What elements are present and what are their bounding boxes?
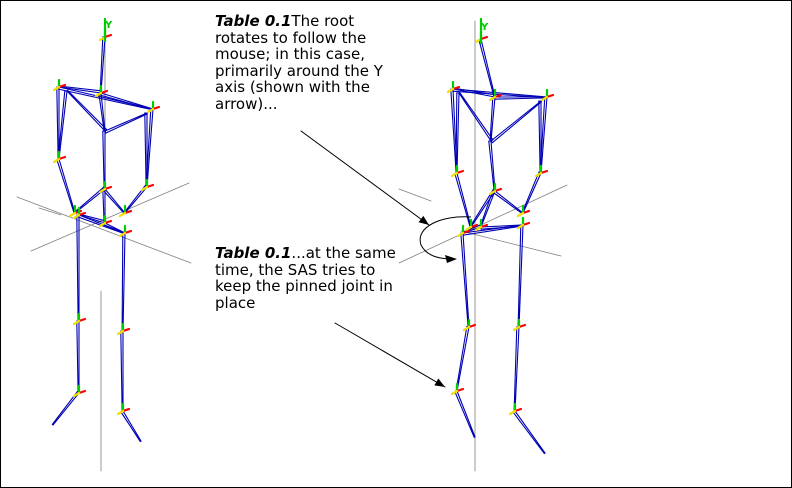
bone [517,224,524,328]
grid-line [398,184,568,264]
arrow-to-rotation [300,130,430,226]
bone [76,320,80,394]
grid-line [398,188,432,202]
rotation-arc-arrowhead [445,255,457,263]
joint-z-axis [98,221,107,228]
rotation-arc [419,216,472,260]
joint-z-axis [118,231,127,238]
joint-z-axis [516,211,525,218]
bone [512,410,546,455]
grid-line [30,182,190,252]
joint-z-axis [52,157,61,164]
annotation-arrows [300,130,472,388]
grid-line [38,207,62,216]
bone [56,158,76,214]
grid-line [460,230,562,257]
bone [458,91,494,142]
joint-z-axis [462,325,471,332]
bone [121,232,126,332]
arrowhead [434,378,445,387]
callout-table-ref: Table 0.1 [215,244,292,262]
joint-z-axis [146,107,155,114]
joint-z-axis [534,171,543,178]
joint-z-axis [540,95,549,102]
bone [460,232,470,328]
y-axis-label-left: Y [104,20,113,31]
joint-z-axis [72,213,81,220]
callout-root-rotation: Table 0.1The root rotates to follow the … [215,13,405,112]
joint-z-axis [508,409,517,416]
bone [521,171,542,214]
joint-z-axis [446,87,455,94]
joint-z-axis [488,189,497,196]
joint-z-axis [450,171,459,178]
bone [513,326,520,412]
bone [144,112,148,188]
bone [490,100,543,144]
arrow-to-pinned-joint [334,322,446,388]
bone [489,96,496,142]
bone [455,325,470,392]
joint-z-axis [512,325,521,332]
bone [104,112,149,134]
joint-z-axis [140,185,149,192]
joint-z-axis [94,91,103,98]
joint-z-axis [464,225,473,232]
bone [120,330,124,412]
callout-text: ...at the same time, the SAS tries to ke… [215,244,396,312]
arrowhead [418,215,429,225]
ground-grid-lines [16,20,568,472]
joint-z-axis [488,95,497,102]
bone [454,172,472,228]
bone [478,38,496,98]
bone [99,36,106,94]
callout-table-ref: Table 0.1 [215,12,292,30]
bone [454,390,476,439]
joint-z-axis [116,409,125,416]
bone [492,190,524,215]
bone [120,410,142,443]
joint-z-axis [118,211,127,218]
bone [102,188,126,215]
joint-z-axis [116,329,125,336]
skeleton-after-rotation [446,17,555,455]
joint-z-axis [72,319,81,326]
joint-z-axis [68,211,77,218]
bone [102,130,106,190]
joint-z-axis [516,223,525,230]
bone [455,92,460,174]
joint-z-axis [52,85,61,92]
y-axis-label-right: Y [480,22,489,33]
bone [538,100,542,174]
joint-z-axis [450,389,459,396]
joint-z-axis [474,225,483,232]
joint-z-axis [98,187,107,194]
bone [51,390,80,426]
callout-pinned-joint: Table 0.1...at the same time, the SAS tr… [215,245,405,311]
joint-z-axis [72,391,81,398]
joint-z-axis [456,231,465,238]
grid-line [16,196,192,264]
skeleton-before-rotation [51,17,161,443]
callout-text: The root rotates to follow the mouse; in… [215,12,383,113]
